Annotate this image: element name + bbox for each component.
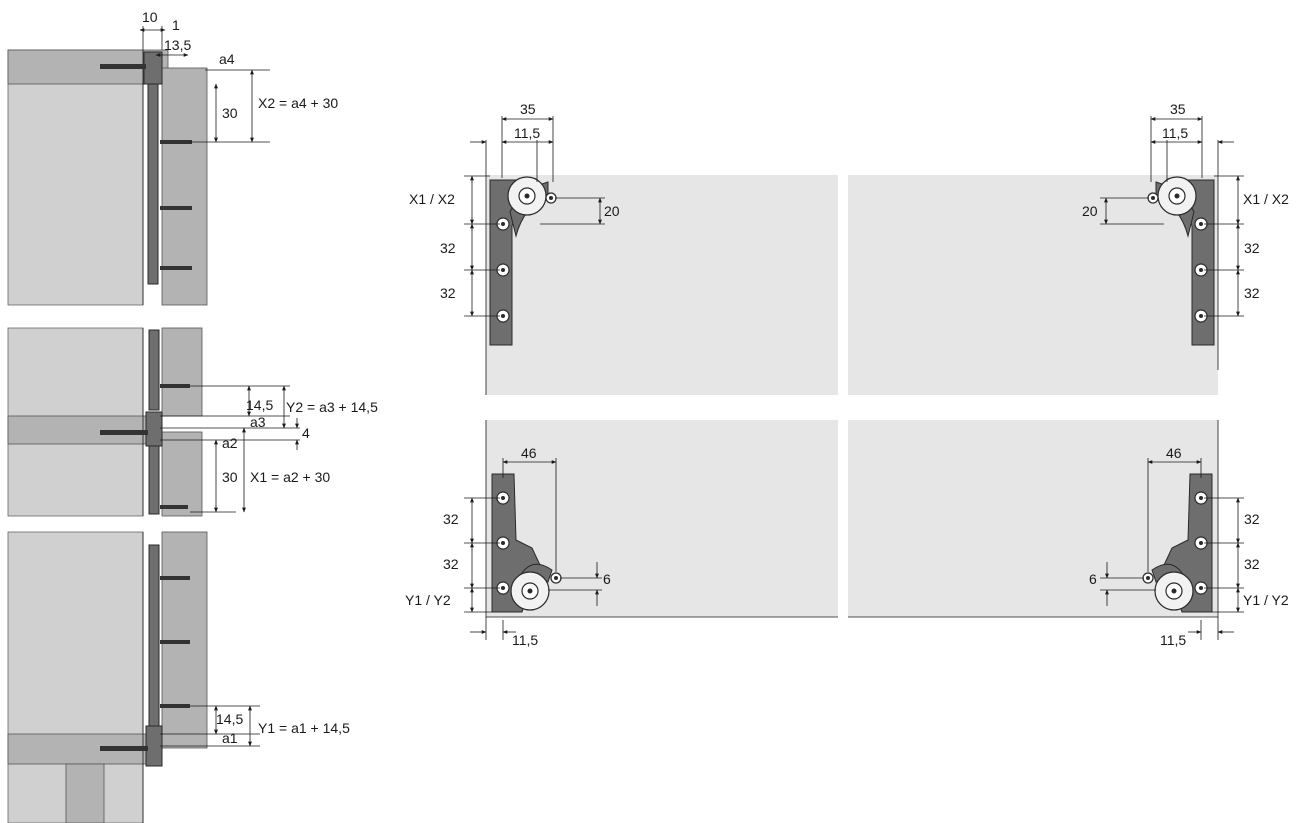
- dim-30: 30: [222, 469, 238, 485]
- side-detail-top: 10 1 13,5 a4 30 X2 = a4 + 30: [7, 9, 338, 306]
- dim-35: 35: [1170, 101, 1186, 117]
- x2-formula: X2 = a4 + 30: [258, 95, 338, 111]
- screw-icon: [100, 384, 190, 509]
- screw-icon: [100, 576, 190, 751]
- cam-icon: [1142, 571, 1194, 611]
- dim-20: 20: [604, 203, 620, 219]
- dim-11-5: 11,5: [514, 125, 540, 141]
- dim-30: 30: [222, 105, 238, 121]
- dim-32-b: 32: [440, 285, 456, 301]
- front-view-bottom-left: 46 32 32 Y1 / Y2 6 11,5: [405, 420, 838, 648]
- screw-icon: [100, 64, 192, 270]
- dim-35: 35: [520, 101, 536, 117]
- dim-14-5: 14,5: [216, 711, 243, 727]
- screw-hole-icon: [1194, 491, 1208, 595]
- cam-icon: [507, 176, 557, 216]
- dim-32-a: 32: [443, 511, 459, 527]
- screw-hole-icon: [496, 491, 510, 595]
- dim-11-5: 11,5: [1160, 632, 1186, 648]
- dim-4: 4: [302, 425, 310, 441]
- dim-32-b: 32: [1244, 556, 1260, 572]
- dim-46: 46: [1166, 445, 1182, 461]
- dim-32-a: 32: [440, 240, 456, 256]
- x-label: X1 / X2: [409, 191, 455, 207]
- cam-icon: [1147, 176, 1197, 216]
- y1-formula: Y1 = a1 + 14,5: [258, 720, 350, 736]
- dim-11-5: 11,5: [512, 632, 538, 648]
- front-view-top-left: 35 11,5 X1 / X2 32 32 20: [409, 101, 838, 395]
- y2-formula: Y2 = a3 + 14,5: [286, 399, 378, 415]
- x1-formula: X1 = a2 + 30: [250, 469, 330, 485]
- dim-20: 20: [1082, 203, 1098, 219]
- label-a3: a3: [250, 414, 266, 430]
- dim-6: 6: [603, 571, 611, 587]
- front-view-top-right: 35 11,5 X1 / X2 32 32 20: [848, 101, 1289, 395]
- front-view-bottom-right: 46 32 32 Y1 / Y2 6 11,5: [848, 420, 1289, 648]
- dim-6: 6: [1089, 571, 1097, 587]
- dim-32-a: 32: [1244, 240, 1260, 256]
- label-a4: a4: [219, 51, 235, 67]
- dim-11-5: 11,5: [1162, 125, 1188, 141]
- cam-icon: [510, 571, 562, 611]
- y-label: Y1 / Y2: [1243, 592, 1289, 608]
- label-a2: a2: [222, 435, 238, 451]
- dim-46: 46: [521, 445, 537, 461]
- dim-32-b: 32: [443, 556, 459, 572]
- dim-1: 1: [172, 17, 180, 33]
- dim-10: 10: [142, 9, 158, 25]
- dim-14-5: 14,5: [246, 397, 273, 413]
- side-detail-middle: 14,5 Y2 = a3 + 14,5 a3 4 a2 30 X1 = a2 +…: [7, 327, 378, 517]
- dim-32-a: 32: [1244, 511, 1260, 527]
- y-label: Y1 / Y2: [405, 592, 451, 608]
- x-label: X1 / X2: [1243, 191, 1289, 207]
- screw-hole-icon: [1194, 217, 1208, 323]
- dim-32-b: 32: [1244, 285, 1260, 301]
- side-detail-bottom: 14,5 a1 Y1 = a1 + 14,5: [7, 531, 350, 823]
- dim-13-5: 13,5: [164, 37, 191, 53]
- screw-hole-icon: [496, 217, 510, 323]
- label-a1: a1: [222, 730, 238, 746]
